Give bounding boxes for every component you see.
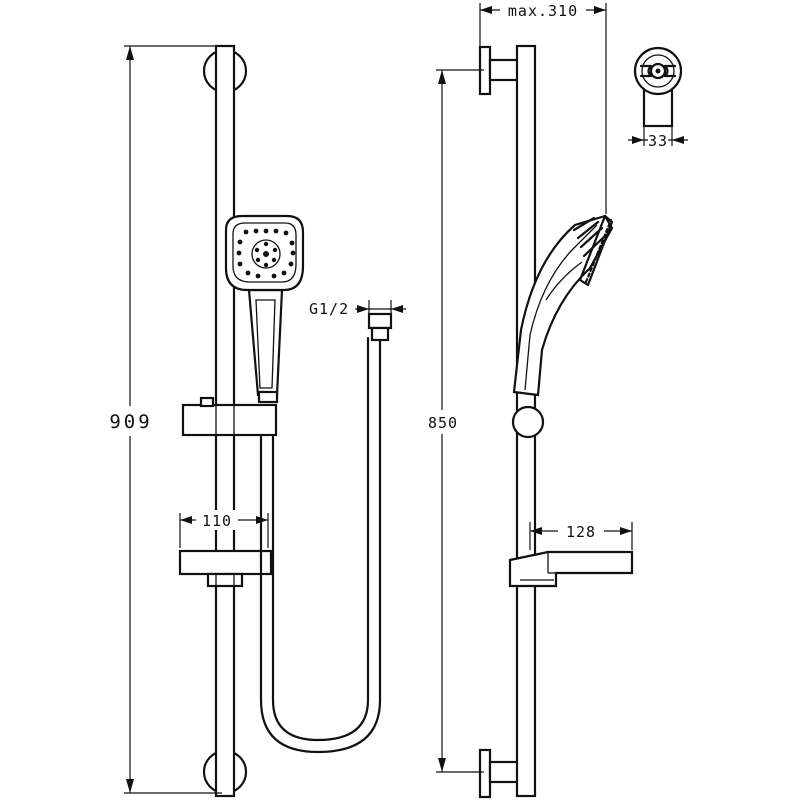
side-shelf: [508, 550, 634, 588]
label-hose-connection: G1/2: [309, 300, 349, 318]
label-shelf-depth: 128: [566, 523, 596, 541]
front-hose: [259, 312, 393, 754]
side-view: 850 max.310 128: [420, 0, 634, 799]
front-shelf: [178, 549, 273, 588]
front-hand-shower: [224, 214, 305, 404]
dimension-rail-length: 850: [420, 69, 484, 773]
dimension-rail-diameter: 33: [628, 126, 688, 150]
dimension-projection: max.310: [479, 0, 607, 214]
side-slider-holder: [511, 405, 545, 439]
detail-view: [633, 46, 683, 128]
side-top-bracket: [478, 45, 520, 96]
label-holder-depth: 110: [202, 512, 232, 530]
label-overall-height: 909: [109, 411, 152, 433]
label-rail-diameter: 33: [648, 132, 668, 150]
label-projection: max.310: [508, 2, 578, 20]
dimension-shelf-depth: 128: [529, 520, 633, 550]
dimension-overall-height: 909: [102, 45, 222, 794]
dimension-hose-connection: G1/2: [309, 300, 406, 318]
spray-nozzles: [236, 228, 296, 279]
front-view: 909 G1/2 110: [102, 44, 406, 798]
label-rail-length: 850: [428, 414, 458, 432]
side-hand-shower: [512, 214, 614, 397]
front-slider-holder: [181, 396, 278, 437]
dimension-holder-depth: 110: [179, 510, 269, 548]
side-bottom-bracket: [478, 748, 520, 799]
